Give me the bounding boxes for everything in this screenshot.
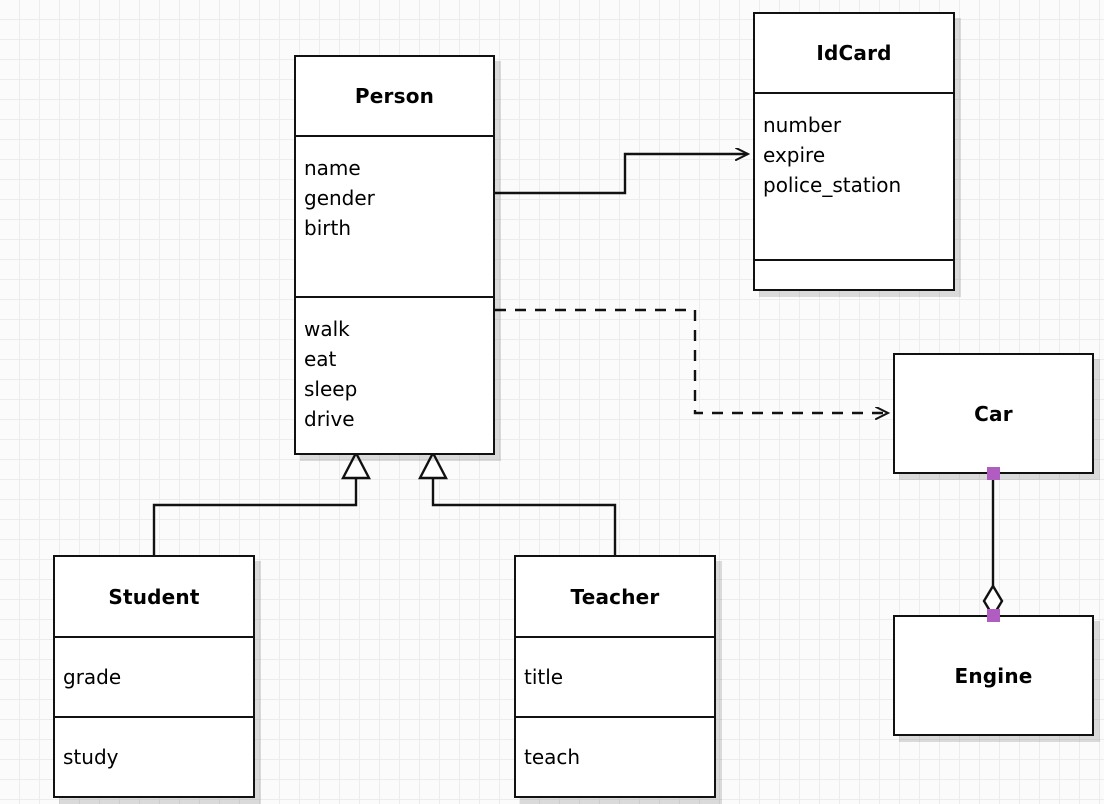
attributes-teacher: title: [516, 636, 714, 716]
connection-anchor-engine[interactable]: [987, 609, 1000, 622]
class-name-teacher: Teacher: [570, 584, 660, 609]
method-item: walk: [304, 317, 350, 341]
connection-anchor-car[interactable]: [987, 467, 1000, 480]
method-item: sleep: [304, 377, 358, 401]
attributes-student: grade: [55, 636, 253, 716]
class-box-engine[interactable]: Engine: [893, 615, 1094, 736]
class-name-student: Student: [108, 584, 200, 609]
class-name-person: Person: [354, 84, 435, 108]
hollow-triangle-icon: [418, 450, 448, 480]
hollow-triangle-icon: [341, 450, 371, 480]
class-box-student[interactable]: Student grade study: [53, 555, 255, 798]
attribute-item: expire: [763, 143, 826, 167]
class-name-car: Car: [974, 401, 1013, 426]
methods-student: study: [55, 716, 253, 796]
class-name-engine: Engine: [954, 663, 1033, 688]
attribute-item: police_station: [763, 173, 902, 197]
attribute-item: gender: [304, 186, 375, 210]
connector-person-idcard[interactable]: [495, 154, 748, 195]
attribute-item: birth: [304, 216, 351, 240]
method-item: study: [63, 745, 119, 769]
class-box-teacher[interactable]: Teacher title teach: [514, 555, 716, 798]
attribute-item: number: [763, 113, 842, 137]
method-item: teach: [524, 745, 581, 769]
attributes-person: name gender birth: [296, 135, 493, 296]
attribute-item: title: [524, 665, 564, 689]
class-box-car[interactable]: Car: [893, 353, 1094, 474]
attributes-idcard: number expire police_station: [755, 92, 953, 259]
connector-teacher-person[interactable]: [418, 450, 617, 555]
class-name-idcard: IdCard: [816, 41, 892, 65]
class-box-person[interactable]: Person name gender birth walk eat sleep …: [294, 55, 495, 455]
method-item: eat: [304, 347, 337, 371]
methods-teacher: teach: [516, 716, 714, 796]
connector-person-car[interactable]: [495, 308, 888, 413]
connector-car-engine[interactable]: [982, 474, 1004, 619]
connector-student-person[interactable]: [152, 450, 371, 555]
methods-person: walk eat sleep drive: [296, 296, 493, 453]
methods-idcard: [755, 259, 953, 293]
attribute-item: grade: [63, 665, 122, 689]
class-box-idcard[interactable]: IdCard number expire police_station: [753, 12, 955, 291]
method-item: drive: [304, 407, 355, 431]
attribute-item: name: [304, 156, 361, 180]
